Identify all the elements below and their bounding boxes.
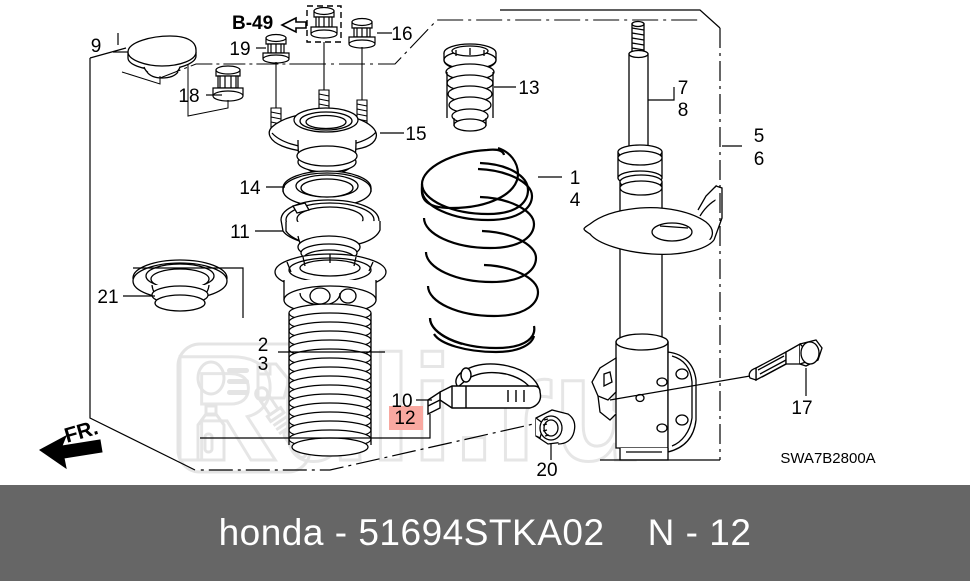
part-5-6-assembly-bracket	[500, 9, 742, 461]
callout-3: 3	[258, 354, 269, 375]
callout-12: 12	[394, 408, 415, 429]
part-19-nut	[262, 33, 290, 64]
part-1-4-coil-spring	[420, 146, 540, 354]
part-14-mount-bearing	[282, 170, 372, 208]
callout-5: 5	[754, 126, 765, 147]
callout-21: 21	[97, 287, 118, 308]
part-21-group-bracket	[133, 267, 244, 318]
exploded-parts-drawing: Ruli.ru	[39, 5, 876, 486]
callout-17: 17	[791, 398, 812, 419]
watermark-text: Ruli.ru	[170, 324, 645, 485]
diagram-canvas: Ruli.ru	[39, 5, 876, 486]
diagram-code: SWA7B2800A	[780, 450, 875, 467]
front-direction-marker: FR.	[39, 416, 103, 470]
callout-labels: 9 19 18 16 13 15 14 11 21 2 3 1 4 7 8 5 …	[91, 24, 813, 481]
assembly-bracket-lines	[89, 33, 196, 471]
front-arrow-icon	[39, 434, 103, 470]
cross-reference-box	[306, 5, 342, 43]
part-16-nut	[348, 17, 376, 49]
callout-19: 19	[229, 39, 250, 60]
footer-part-label: honda - 51694STKA02 N - 12	[218, 512, 752, 553]
callout-13: 13	[518, 78, 539, 99]
callout-4: 4	[570, 190, 581, 211]
callout-16: 16	[391, 24, 412, 45]
part-13-bump-stop	[443, 43, 497, 132]
cross-reference-marker: B-49	[232, 5, 342, 43]
part-20-self-locking-nut	[535, 409, 576, 445]
part-7-8-shock-absorber	[583, 20, 723, 461]
callout-8: 8	[678, 100, 689, 121]
callout-15: 15	[405, 124, 426, 145]
part-10-12-harness-clip	[427, 363, 542, 416]
part-2-3-dust-cover	[274, 253, 387, 457]
callout-6: 6	[754, 149, 765, 170]
callout-10: 10	[391, 391, 412, 412]
cross-reference-arrow-icon	[280, 16, 307, 34]
part-21-spring-seat-rubber	[132, 259, 228, 312]
part-15-damper-mount	[268, 89, 377, 175]
callout-2: 2	[258, 335, 269, 356]
callout-7: 7	[678, 78, 689, 99]
cross-reference-label: B-49	[232, 13, 273, 34]
callout-1: 1	[570, 168, 581, 189]
site-watermark: Ruli.ru	[169, 323, 647, 486]
part-18-flange-nut	[212, 65, 244, 102]
callout-12-highlight	[389, 406, 423, 430]
part-17-flange-bolt	[748, 339, 823, 382]
callout-20: 20	[536, 460, 557, 481]
callout-11: 11	[230, 222, 250, 243]
footer-bar: honda - 51694STKA02 N - 12	[0, 485, 970, 581]
callout-18: 18	[178, 86, 199, 107]
callout-14: 14	[239, 178, 261, 199]
part-9-cap	[127, 35, 197, 79]
callout-9: 9	[91, 36, 102, 57]
